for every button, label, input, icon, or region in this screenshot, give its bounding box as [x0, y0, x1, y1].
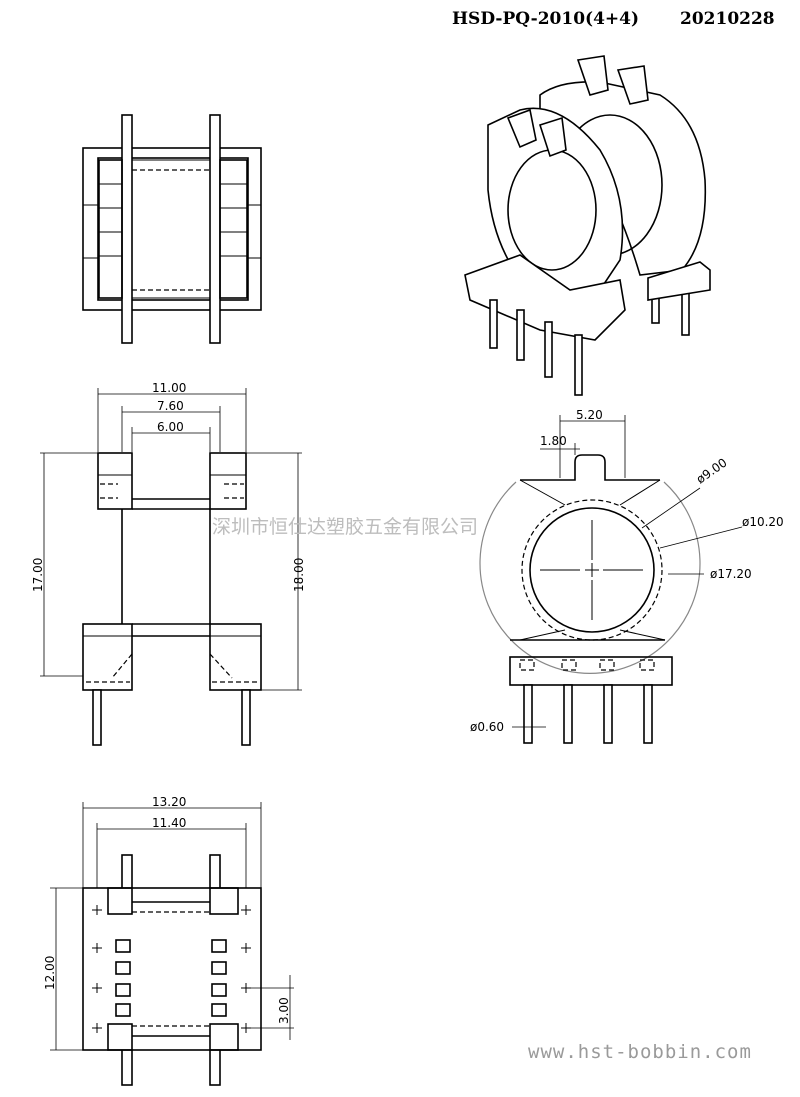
dim-bottom-height: 12.00: [43, 956, 57, 990]
watermark-website: www.hst-bobbin.com: [528, 1041, 752, 1063]
dim-width-outer: 11.00: [152, 381, 186, 395]
dim-dia-outer: ø17.20: [710, 567, 752, 581]
dim-height-right: 18.00: [292, 558, 306, 592]
dim-dia-mid: ø10.20: [742, 515, 784, 529]
side-view: 5.20 1.80 ø9.00 ø10.20 ø17.20 ø0.60: [470, 408, 784, 744]
dim-bottom-width-inner: 11.40: [152, 816, 186, 830]
dim-pin-dia: ø0.60: [470, 720, 504, 734]
bottom-view: 13.20 11.40 12.00 3.00: [43, 795, 294, 1086]
dim-width-mid: 7.60: [157, 399, 184, 413]
date-code: 20210228: [680, 9, 775, 29]
isometric-view: [464, 55, 711, 396]
part-number: HSD-PQ-2010(4+4): [452, 9, 639, 29]
dim-dia-inner: ø9.00: [694, 455, 730, 486]
dim-width-inner: 6.00: [157, 420, 184, 434]
dim-height-left: 17.00: [31, 558, 45, 592]
dim-slot-width: 5.20: [576, 408, 603, 422]
top-view: [82, 114, 262, 344]
dim-pin-pitch: 3.00: [277, 997, 291, 1024]
front-view: 11.00 7.60 6.00 17.00 18.00: [31, 381, 306, 746]
dim-bottom-width-outer: 13.20: [152, 795, 186, 809]
watermark-company: 深圳市恒仕达塑胶五金有限公司: [212, 516, 478, 538]
dim-tab-width: 1.80: [540, 434, 567, 448]
